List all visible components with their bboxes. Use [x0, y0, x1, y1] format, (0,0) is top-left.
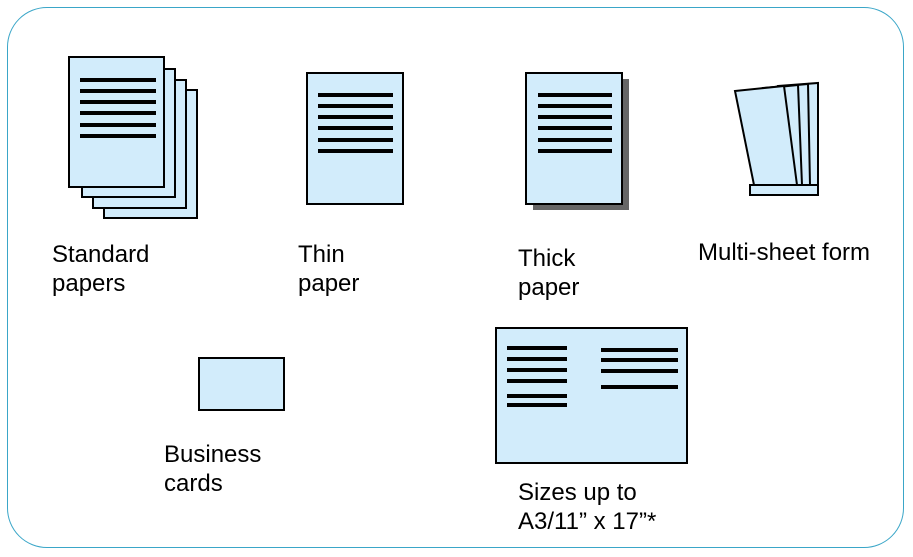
- multi-sheet-form-icon: [733, 81, 819, 196]
- thin-paper-icon: [306, 72, 404, 205]
- standard-papers-icon: [68, 56, 198, 219]
- multi-sheet-form-label: Multi-sheet form: [698, 239, 871, 266]
- large-sheet-icon: [495, 327, 688, 464]
- thick-paper-icon: [525, 72, 629, 210]
- business-card-icon: [198, 357, 285, 411]
- media-types-panel: [7, 7, 904, 548]
